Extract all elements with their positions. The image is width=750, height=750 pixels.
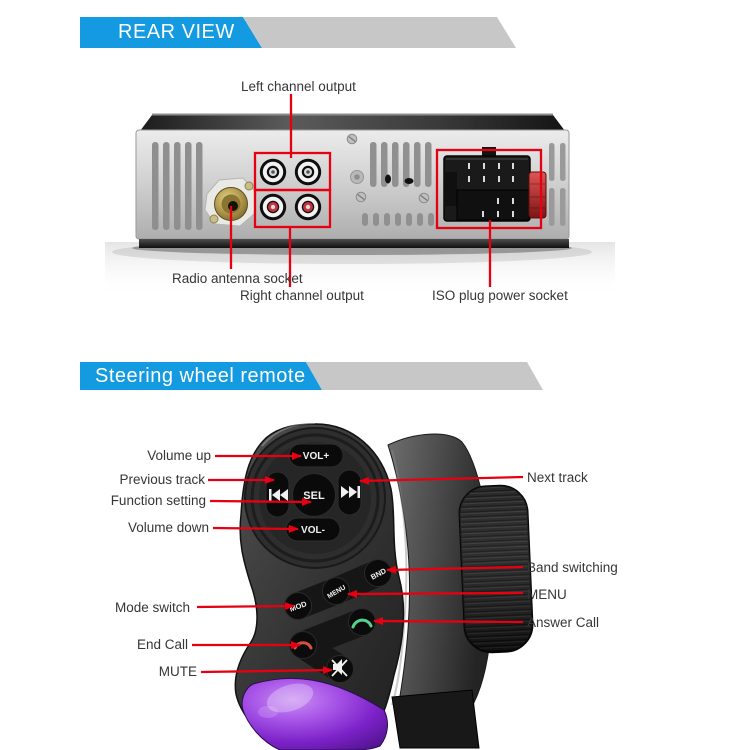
chassis-screws bbox=[346, 133, 430, 204]
clamp-foot bbox=[391, 689, 480, 749]
volume-up-label: VOL+ bbox=[303, 451, 330, 462]
volume-down-label: VOL- bbox=[301, 525, 325, 536]
volume-down-line bbox=[212, 524, 299, 533]
antenna-socket bbox=[204, 177, 257, 227]
fuse-holder bbox=[528, 171, 547, 219]
label-volume-down: Volume down bbox=[127, 520, 209, 535]
remote-photo: VOL+ VOL- SEL BND MENU MOD bbox=[192, 422, 534, 750]
answer-call-line bbox=[373, 617, 524, 626]
purple-dome bbox=[241, 677, 388, 750]
left-vent-slots bbox=[152, 142, 203, 230]
mode-switch-line bbox=[196, 602, 295, 611]
remote-callout-lines bbox=[192, 452, 524, 675]
menu-line bbox=[347, 589, 524, 598]
label-next-track: Next track bbox=[527, 470, 588, 485]
rear-view-banner-tail bbox=[243, 17, 516, 48]
label-right-channel-output: Right channel output bbox=[240, 288, 364, 303]
label-left-channel-output: Left channel output bbox=[241, 79, 356, 94]
next-track-icon bbox=[341, 486, 360, 498]
right-channel-box bbox=[253, 188, 332, 229]
elastic-strap bbox=[458, 484, 534, 654]
middle-vent-slots bbox=[362, 142, 434, 226]
right-vent-slots bbox=[549, 143, 566, 226]
function-setting-line bbox=[209, 497, 312, 506]
rca-jacks bbox=[259, 158, 322, 221]
mute-icon bbox=[331, 659, 348, 677]
steering-banner-tail bbox=[306, 362, 543, 390]
answer-call-button bbox=[348, 608, 376, 636]
label-menu: MENU bbox=[527, 587, 567, 602]
rear-view-banner: REAR VIEW bbox=[80, 17, 262, 48]
next-track-line bbox=[359, 475, 524, 485]
steering-banner: Steering wheel remote bbox=[80, 362, 322, 390]
iso-pins bbox=[468, 163, 514, 217]
label-iso-plug-power-socket: ISO plug power socket bbox=[432, 288, 568, 303]
label-mode-switch: Mode switch bbox=[114, 600, 190, 615]
label-volume-up: Volume up bbox=[147, 448, 211, 463]
label-band-switching: Band switching bbox=[527, 560, 618, 575]
answer-call-icon bbox=[351, 618, 373, 629]
rca-right-channel bbox=[259, 193, 322, 221]
iso-connector bbox=[443, 147, 547, 222]
lower-buttons: BND MENU MOD bbox=[284, 559, 392, 683]
rca-left-channel bbox=[259, 158, 322, 186]
label-answer-call: Answer Call bbox=[527, 615, 600, 630]
label-previous-track: Previous track bbox=[119, 472, 205, 487]
floor-reflection bbox=[105, 242, 615, 297]
previous-track-icon bbox=[269, 489, 288, 501]
label-mute: MUTE bbox=[158, 664, 197, 679]
rear-view-title: REAR VIEW bbox=[118, 21, 235, 43]
steering-title: Steering wheel remote bbox=[95, 365, 306, 387]
label-end-call: End Call bbox=[136, 637, 188, 652]
label-function-setting: Function setting bbox=[110, 493, 206, 508]
label-radio-antenna-socket: Radio antenna socket bbox=[172, 271, 303, 286]
mute-line bbox=[200, 666, 333, 675]
rear-callout-marks bbox=[229, 94, 543, 287]
band-switching-line bbox=[386, 565, 524, 574]
sel-label: SEL bbox=[303, 490, 325, 502]
rear-view-photo bbox=[105, 94, 615, 297]
